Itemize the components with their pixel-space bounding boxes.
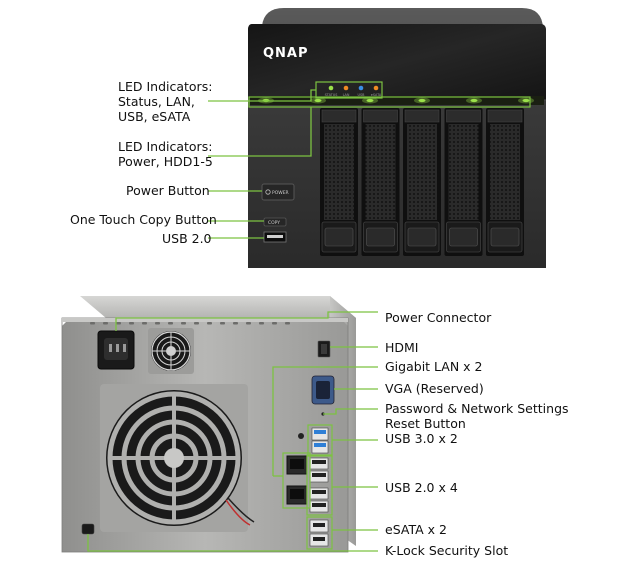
status-led-2: LAN [343, 85, 350, 97]
power-icon [265, 189, 271, 195]
vent-slot-4 [129, 322, 134, 325]
status-led-group: STATUS LAN USB eSATA [325, 85, 382, 97]
label-usb20-front: USB 2.0 [162, 231, 212, 246]
drive-bay-2[interactable] [361, 108, 400, 256]
label-reset-line2: Reset Button [385, 416, 466, 431]
esata-ports[interactable] [309, 519, 329, 547]
callout-line-led-power [208, 107, 312, 157]
vent-slot-5 [142, 322, 147, 325]
vent-slot-8 [181, 322, 186, 325]
callout-box-esata [306, 516, 333, 550]
callout-line-klock [87, 534, 378, 552]
label-led-power-line1: LED Indicators: [118, 139, 213, 154]
label-power-button: Power Button [126, 183, 210, 198]
vent-slot-3 [116, 322, 121, 325]
vent-slot-9 [194, 322, 199, 325]
vent-slot-14 [259, 322, 264, 325]
vent-slot-10 [207, 322, 212, 325]
callout-line-led-status [208, 89, 316, 102]
power-connector[interactable] [97, 330, 135, 370]
status-led-3: USB [358, 85, 366, 97]
drive-bay-group [320, 108, 524, 256]
callout-line-reset [323, 408, 378, 415]
led-3 [366, 98, 374, 103]
label-hdmi: HDMI [385, 340, 419, 355]
led-2 [314, 98, 322, 103]
vent-slot-2 [103, 322, 108, 325]
vent-slot-12 [233, 322, 238, 325]
label-one-touch-copy: One Touch Copy Button [70, 212, 217, 227]
label-klock: K-Lock Security Slot [385, 543, 509, 558]
label-led-power-line2: Power, HDD1-5 [118, 154, 213, 169]
vent-slot-6 [155, 322, 160, 325]
status-led-1: STATUS [325, 85, 338, 97]
label-reset-line1: Password & Network Settings [385, 401, 569, 416]
qnap-logo: QNAP [263, 46, 309, 61]
vent-slot-15 [272, 322, 277, 325]
led-5 [470, 98, 478, 103]
usb30-ports[interactable] [311, 427, 329, 454]
drive-bay-4[interactable] [444, 108, 483, 256]
drive-bay-5[interactable] [486, 108, 524, 256]
label-reset: Password & Network Settings Reset Button [385, 401, 569, 431]
vent-slot-16 [285, 322, 290, 325]
qnap-logo-text: QNAP [263, 46, 309, 61]
status-led-4: eSATA [371, 85, 382, 97]
label-power-connector: Power Connector [385, 310, 492, 325]
callout-box-usb20-rear [306, 454, 333, 516]
status-led-label-2: LAN [343, 93, 350, 97]
power-button-text: POWER [272, 190, 289, 196]
callout-line-power-connector [115, 311, 378, 331]
label-gigabit-lan: Gigabit LAN x 2 [385, 359, 483, 374]
hdmi-port[interactable] [317, 340, 331, 358]
vent-slot-13 [246, 322, 251, 325]
usb3-blue-tongue-1 [314, 430, 326, 434]
power-button[interactable]: POWER [261, 183, 295, 201]
vent-slot-7 [168, 322, 173, 325]
klock-slot[interactable] [81, 523, 95, 535]
label-led-status-line2: Status, LAN, [118, 94, 195, 109]
callout-box-lan-ports [282, 452, 311, 509]
led-strip [250, 96, 544, 105]
callout-box-power-leds [248, 96, 531, 108]
callout-line-gigabit-lan [272, 366, 378, 476]
large-fan [100, 384, 255, 532]
usb3-blue-tongue-2 [314, 443, 326, 447]
status-led-label-1: STATUS [325, 93, 338, 97]
drive-bay-1[interactable] [320, 108, 358, 256]
label-led-power: LED Indicators: Power, HDD1-5 [118, 139, 213, 169]
label-led-status: LED Indicators: Status, LAN, USB, eSATA [118, 79, 212, 124]
label-led-status-line3: USB, eSATA [118, 109, 191, 124]
label-esata: eSATA x 2 [385, 522, 447, 537]
copy-button[interactable]: COPY [263, 217, 287, 227]
drive-bay-3[interactable] [403, 108, 441, 256]
front-usb-port[interactable] [263, 231, 287, 243]
label-usb30: USB 3.0 x 2 [385, 431, 458, 446]
label-vga: VGA (Reserved) [385, 381, 484, 396]
led-4 [418, 98, 426, 103]
vent-slot-1 [90, 322, 95, 325]
led-6 [522, 98, 530, 103]
screw-hole [298, 433, 304, 439]
status-led-label-4: eSATA [371, 93, 382, 97]
vent-slot-11 [220, 322, 225, 325]
small-fan [148, 328, 194, 374]
status-led-label-3: USB [358, 93, 366, 97]
label-led-status-line1: LED Indicators: [118, 79, 213, 94]
copy-button-text: COPY [268, 220, 280, 226]
callout-lines [87, 81, 531, 552]
vga-port[interactable] [311, 375, 335, 405]
label-usb20-rear: USB 2.0 x 4 [385, 480, 458, 495]
usb20-rear-ports[interactable] [309, 457, 329, 513]
top-vent-slots [90, 322, 290, 325]
